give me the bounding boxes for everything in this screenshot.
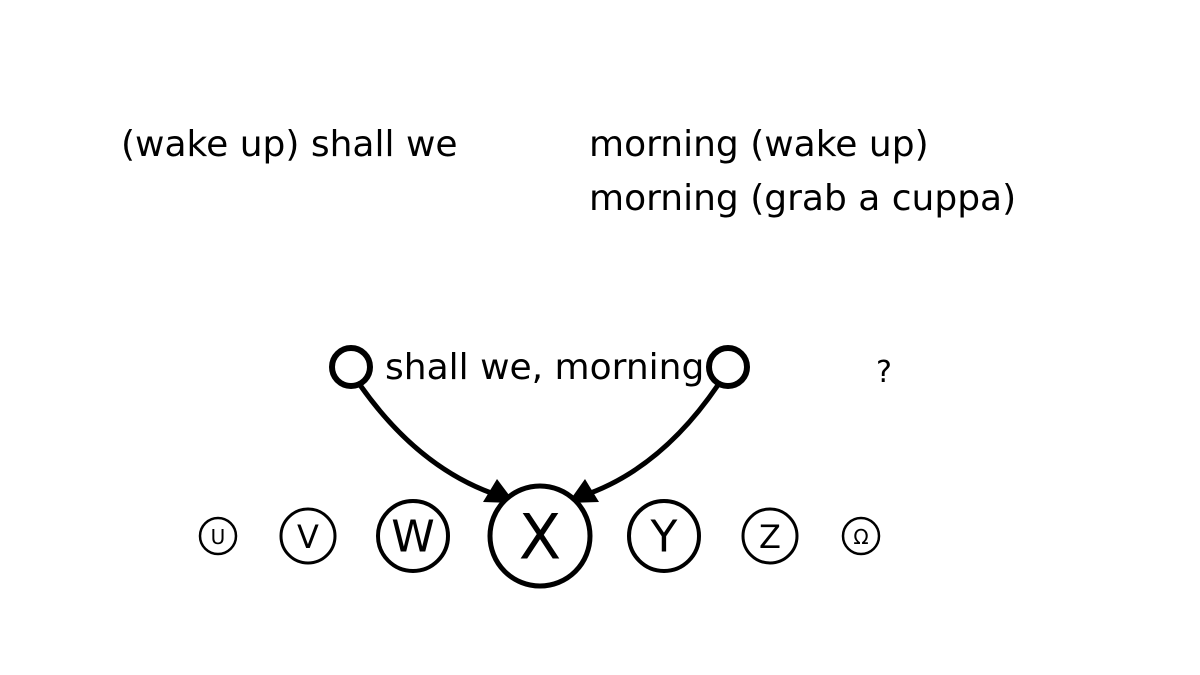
edge-label: shall we, morning bbox=[385, 347, 704, 388]
edge-right-source-to-x bbox=[581, 383, 721, 499]
question-mark: ? bbox=[876, 355, 892, 390]
phrase-morning-wake-up: morning (wake up) bbox=[589, 124, 929, 165]
svg-text:Ω: Ω bbox=[853, 525, 868, 549]
svg-text:W: W bbox=[391, 512, 435, 563]
source-node-left bbox=[329, 345, 373, 389]
phrase-wake-up-shall-we: (wake up) shall we bbox=[121, 124, 458, 165]
svg-text:Z: Z bbox=[759, 518, 781, 556]
svg-text:V: V bbox=[297, 518, 319, 556]
phrase-morning-grab-a-cuppa: morning (grab a cuppa) bbox=[589, 178, 1017, 219]
node-y: Y bbox=[627, 499, 701, 573]
edge-left-source-to-x bbox=[357, 383, 501, 499]
node-v: V bbox=[279, 507, 337, 565]
svg-text:X: X bbox=[519, 501, 561, 574]
node-u: U bbox=[198, 516, 238, 556]
node-omega: Ω bbox=[841, 516, 881, 556]
svg-text:Y: Y bbox=[650, 512, 678, 563]
node-x: X bbox=[487, 483, 593, 589]
svg-text:U: U bbox=[211, 525, 226, 549]
arrowhead-right bbox=[568, 479, 599, 503]
node-z: Z bbox=[741, 507, 799, 565]
node-w: W bbox=[376, 499, 450, 573]
source-node-right bbox=[706, 345, 750, 389]
